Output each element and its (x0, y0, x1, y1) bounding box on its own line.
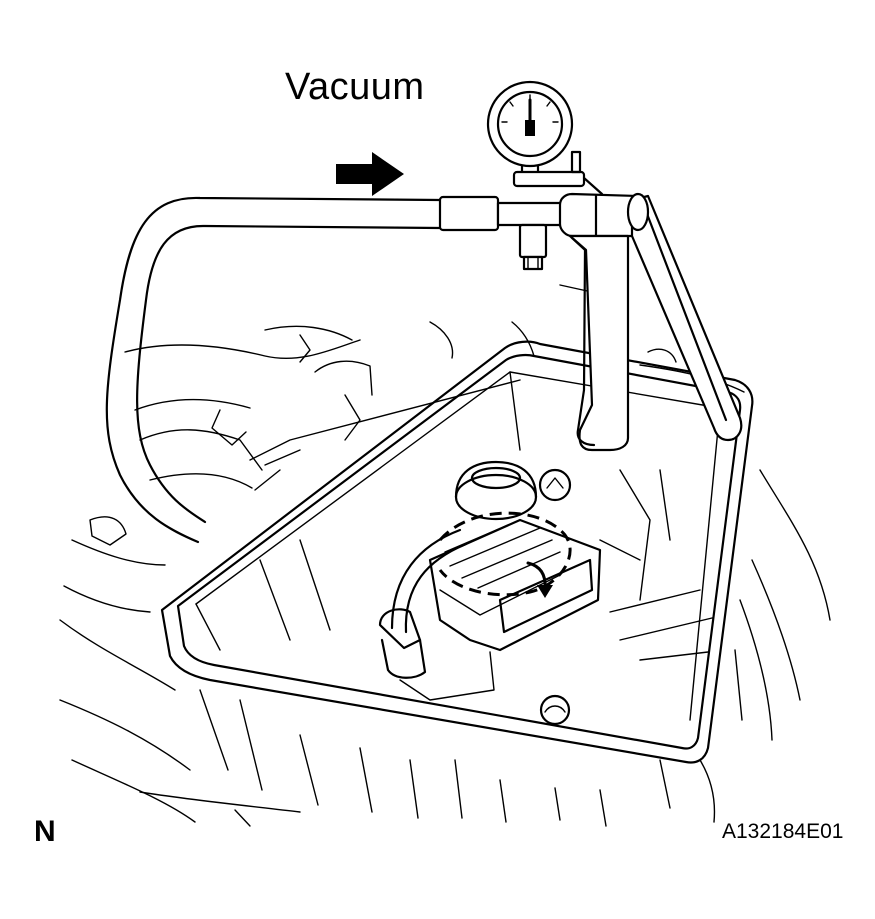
vsv-component (378, 460, 602, 726)
figure-code: A132184E01 (722, 820, 844, 843)
curved-arrow-head (537, 585, 553, 598)
vacuum-hose (105, 196, 442, 544)
curved-arrow-icon (526, 561, 547, 590)
engine-bay-background (59, 284, 831, 827)
orientation-label: N (34, 815, 56, 848)
vacuum-label: Vacuum (285, 66, 425, 108)
right-arrow-icon (336, 152, 404, 196)
vacuum-pump-tester (438, 80, 743, 452)
air-cleaner-case (160, 340, 754, 764)
